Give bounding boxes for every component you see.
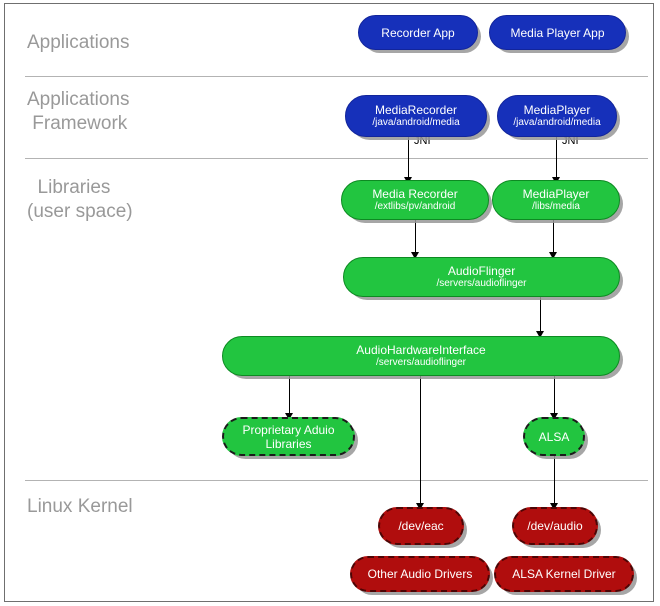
layer-label-linux-kernel: Linux Kernel: [27, 496, 133, 517]
node-audioflinger-path: /servers/audioflinger: [436, 278, 527, 289]
node-mediaplayer-framework-title: MediaPlayer: [523, 103, 591, 117]
node-dev-audio-title: /dev/audio: [527, 519, 583, 533]
node-other-audio-drivers[interactable]: Other Audio Drivers: [350, 556, 490, 592]
arrowhead-ahi-alsa: [550, 413, 558, 420]
node-proprietary-audio-libraries-line2: Libraries: [265, 436, 312, 451]
node-proprietary-audio-libraries[interactable]: Proprietary Aduio Libraries: [222, 417, 355, 456]
edge-label-jni-right: JNI: [562, 135, 579, 147]
arrowhead-mediaplayerlib-audioflinger: [549, 252, 557, 259]
node-media-player-library-path: /libs/media: [532, 201, 580, 212]
node-mediarecorder-framework[interactable]: MediaRecorder /java/android/media: [345, 95, 487, 137]
node-mediaplayer-framework-path: /java/android/media: [513, 117, 601, 128]
node-media-recorder-library-title: Media Recorder: [372, 187, 458, 201]
node-mediarecorder-framework-title: MediaRecorder: [374, 103, 458, 117]
separator-framework: [25, 158, 648, 159]
separator-kernel: [25, 480, 648, 481]
node-alsa[interactable]: ALSA: [523, 417, 585, 456]
connector-ahi-alsa: [554, 375, 555, 418]
arrowhead-ahi-proprietary: [285, 413, 293, 420]
node-media-player-library-title: MediaPlayer: [522, 187, 590, 201]
connector-mediarecorderlib-audioflinger: [415, 219, 416, 257]
node-media-player-library[interactable]: MediaPlayer /libs/media: [492, 180, 620, 220]
node-recorder-app-title: Recorder App: [381, 25, 455, 40]
node-media-recorder-library[interactable]: Media Recorder /extlibs/pv/android: [341, 180, 489, 220]
layer-label-applications-framework: Applications Framework: [27, 89, 130, 134]
separator-applications: [25, 76, 648, 77]
node-dev-eac[interactable]: /dev/eac: [378, 507, 464, 545]
node-alsa-title: ALSA: [538, 429, 570, 444]
node-proprietary-audio-libraries-line1: Proprietary Aduio: [242, 422, 335, 437]
connector-alsa-devaudio: [554, 456, 555, 508]
node-alsa-kernel-driver[interactable]: ALSA Kernel Driver: [494, 556, 634, 592]
node-media-recorder-library-path: /extlibs/pv/android: [374, 201, 456, 212]
edge-label-jni-left: JNI: [414, 135, 431, 147]
connector-mediaplayer-jni: [556, 136, 557, 182]
connector-audioflinger-audiohardwareinterface: [540, 297, 541, 337]
node-dev-audio[interactable]: /dev/audio: [512, 507, 598, 545]
node-media-player-app-title: Media Player App: [510, 25, 605, 40]
node-audiohardwareinterface[interactable]: AudioHardwareInterface /servers/audiofli…: [222, 336, 620, 376]
arrowhead-mediarecorderlib-audioflinger: [411, 252, 419, 259]
layer-label-applications: Applications: [27, 32, 130, 53]
node-audiohardwareinterface-title: AudioHardwareInterface: [356, 343, 486, 357]
node-recorder-app[interactable]: Recorder App: [358, 15, 478, 50]
node-mediaplayer-framework[interactable]: MediaPlayer /java/android/media: [497, 95, 617, 137]
node-audioflinger[interactable]: AudioFlinger /servers/audioflinger: [343, 257, 620, 297]
connector-ahi-deveac: [420, 375, 421, 508]
node-dev-eac-title: /dev/eac: [398, 519, 444, 533]
node-audiohardwareinterface-path: /servers/audioflinger: [375, 357, 467, 368]
node-mediarecorder-framework-path: /java/android/media: [372, 117, 460, 128]
connector-mediarecorder-jni: [408, 136, 409, 182]
node-other-audio-drivers-title: Other Audio Drivers: [367, 567, 473, 581]
node-audioflinger-title: AudioFlinger: [447, 264, 516, 278]
connector-mediaplayerlib-audioflinger: [553, 219, 554, 257]
node-media-player-app[interactable]: Media Player App: [489, 15, 626, 50]
node-alsa-kernel-driver-title: ALSA Kernel Driver: [512, 567, 616, 581]
layer-label-libraries: Libraries (user space): [27, 177, 133, 222]
arrowhead-ahi-deveac: [416, 503, 424, 510]
arrowhead-audioflinger-audiohardwareinterface: [536, 331, 544, 338]
connector-ahi-proprietary: [289, 375, 290, 418]
arrowhead-alsa-devaudio: [550, 503, 558, 510]
